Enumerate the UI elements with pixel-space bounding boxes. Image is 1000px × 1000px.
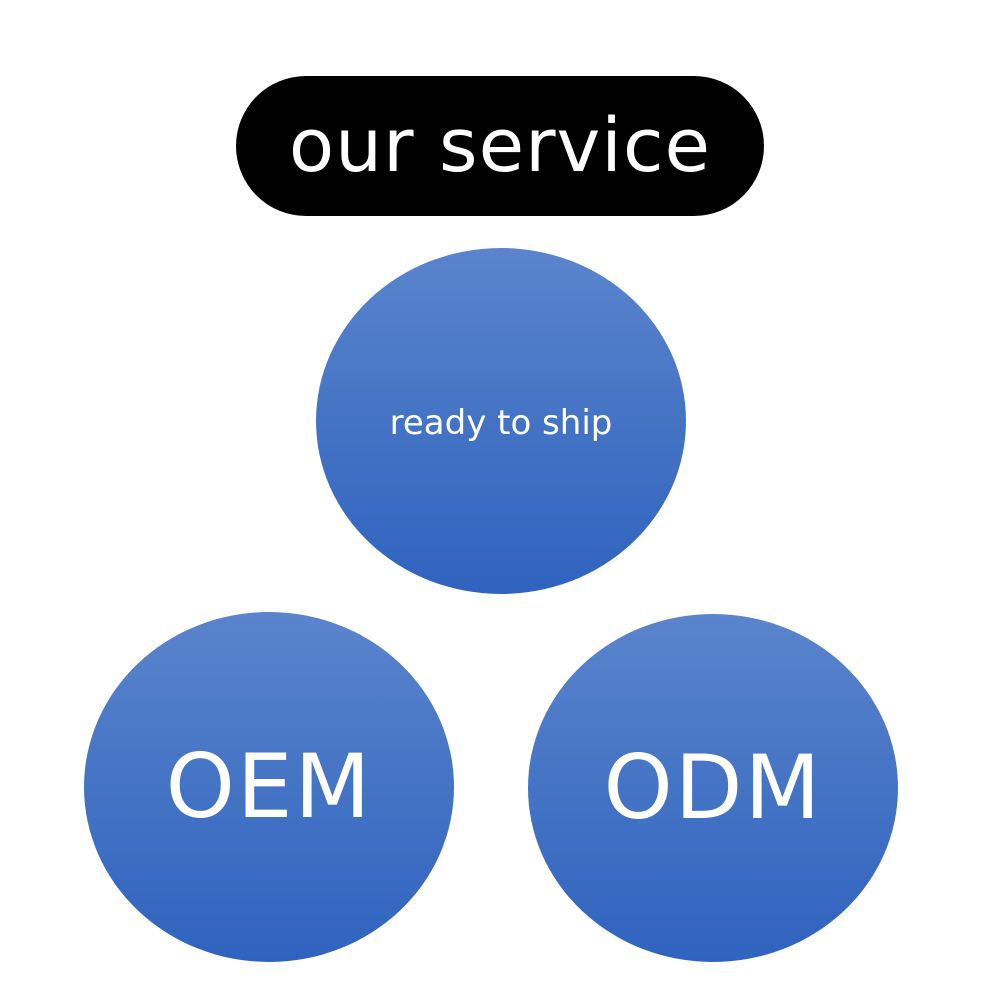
ready-to-ship-label: ready to ship: [389, 403, 613, 443]
service-circle-odm: ODM: [528, 614, 898, 962]
service-circle-ready-to-ship: ready to ship: [316, 248, 686, 594]
diagram-title: our service: [288, 103, 712, 189]
title-banner: our service: [236, 76, 764, 216]
service-circle-oem: OEM: [84, 612, 454, 962]
odm-label: ODM: [603, 736, 823, 839]
oem-label: OEM: [165, 735, 373, 838]
